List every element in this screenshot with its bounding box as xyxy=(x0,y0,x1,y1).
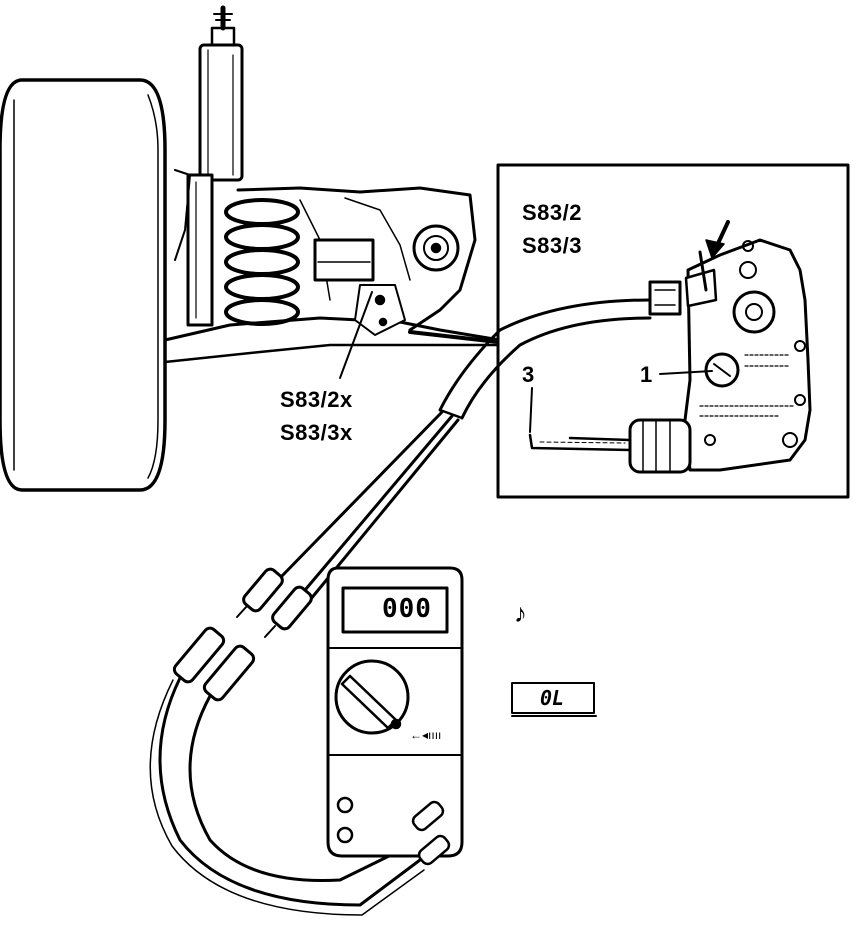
switch-assembly xyxy=(528,238,812,474)
ol-display-frame xyxy=(511,682,595,714)
connector-label-s83-3x: S83/3x xyxy=(280,420,353,445)
connector-label-s83-2x: S83/2x xyxy=(280,387,353,412)
beep-symbol: ♪ xyxy=(514,598,527,628)
inset-title-s83-3: S83/3 xyxy=(522,233,582,258)
arrow-indicator xyxy=(705,220,730,259)
callout-3-leader xyxy=(529,387,533,433)
rear-subframe xyxy=(163,169,502,364)
ol-reading: 0L xyxy=(540,686,565,710)
inset-title-s83-2: S83/2 xyxy=(522,200,582,225)
multimeter xyxy=(326,566,464,866)
meter-display-value: 000 xyxy=(382,594,432,624)
callout-1-leader xyxy=(659,370,713,375)
wheel-tire xyxy=(0,78,167,492)
callout-1: 1 xyxy=(640,362,653,387)
range-indicator: ←◂ıııı xyxy=(410,728,442,742)
callout-3: 3 xyxy=(522,362,535,387)
connector-leader-line xyxy=(339,291,373,379)
shock-absorber xyxy=(186,5,244,327)
inset-pointer-line xyxy=(408,330,500,344)
coil-spring xyxy=(224,198,300,326)
